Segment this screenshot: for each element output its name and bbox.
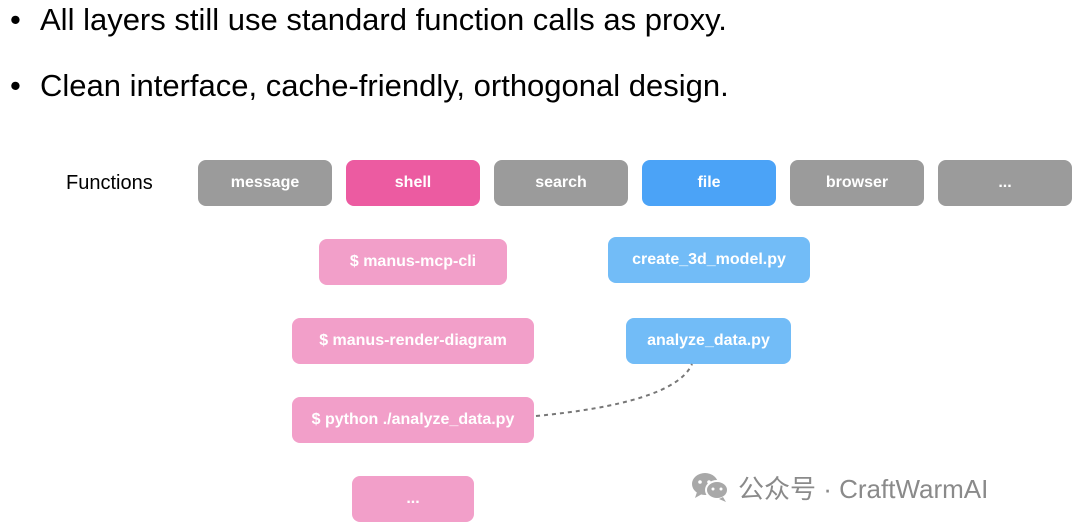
wechat-icon: [690, 471, 730, 503]
dashed-connector: [535, 363, 693, 417]
bullet-text: All layers still use standard function c…: [40, 2, 727, 37]
bullet-dot: •: [10, 68, 21, 103]
shell-command-render-diagram: $ manus-render-diagram: [292, 318, 534, 364]
shell-command-python-analyze: $ python ./analyze_data.py: [292, 397, 534, 443]
function-message: message: [198, 160, 332, 206]
watermark-text: 公众号 · CraftWarmAI: [738, 473, 989, 504]
functions-label: Functions: [66, 172, 153, 194]
file-analyze-data: analyze_data.py: [626, 318, 791, 364]
function-browser: browser: [790, 160, 924, 206]
shell-command-more: ...: [352, 476, 474, 522]
file-create-3d-model: create_3d_model.py: [608, 237, 810, 283]
function-search: search: [494, 160, 628, 206]
bullet-1: • All layers still use standard function …: [10, 0, 727, 40]
watermark: 公众号 · CraftWarmAI: [690, 470, 988, 504]
bullet-2: • Clean interface, cache-friendly, orthog…: [10, 66, 729, 106]
bullet-text: Clean interface, cache-friendly, orthogo…: [40, 68, 729, 103]
bullet-dot: •: [10, 2, 21, 37]
function-file: file: [642, 160, 776, 206]
shell-command-mcp-cli: $ manus-mcp-cli: [319, 239, 507, 285]
function-more: ...: [938, 160, 1072, 206]
function-shell: shell: [346, 160, 480, 206]
